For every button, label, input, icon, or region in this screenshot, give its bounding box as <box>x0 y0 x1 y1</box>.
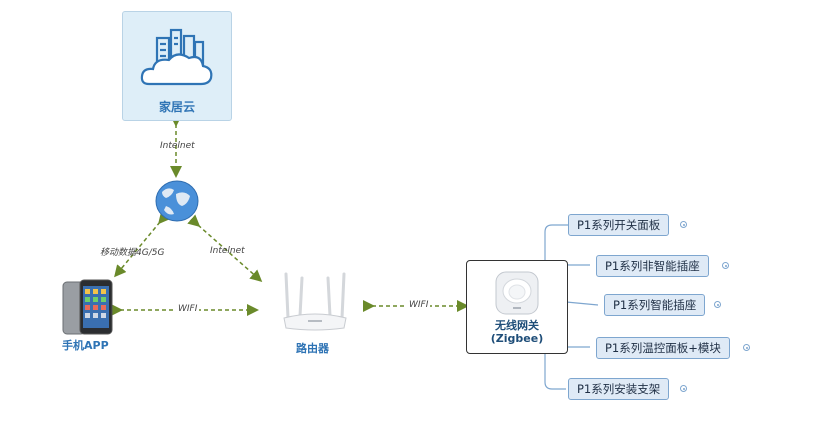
edge-label-router-gateway: WIFI <box>407 300 431 310</box>
gateway-label-line1: 无线网关 <box>495 319 539 332</box>
globe-icon <box>155 180 199 222</box>
cloud-label: 家居云 <box>158 100 195 114</box>
gateway-label-line2: (Zigbee) <box>490 332 544 345</box>
edge-label-cloud-internet: Intelnet <box>160 141 195 151</box>
expand-dot-icon[interactable] <box>714 301 721 308</box>
branch-item-smart-socket[interactable]: P1系列智能插座 <box>604 294 706 316</box>
expand-dot-icon[interactable] <box>743 344 750 351</box>
edge-label-mobile-data: 移动数据4G/5G <box>100 248 165 258</box>
gateway-node[interactable]: 无线网关 (Zigbee) <box>466 260 568 354</box>
expand-dot-icon[interactable] <box>722 262 729 269</box>
cloud-building-icon <box>140 28 213 86</box>
edge-label-phone-router: WIFI <box>176 304 200 314</box>
edge-globe-phone <box>114 211 171 278</box>
branch-item-thermostat-panel[interactable]: P1系列温控面板+模块 <box>596 337 730 359</box>
branch-item-mounting-bracket[interactable]: P1系列安装支架 <box>568 378 670 400</box>
phone-label: 手机APP <box>62 339 109 352</box>
branch-item-switch-panel[interactable]: P1系列开关面板 <box>568 214 670 236</box>
gateway-device-icon <box>495 271 539 315</box>
cloud-node[interactable]: 家居云 <box>122 11 232 121</box>
edge-label-router-internet: Intelnet <box>210 246 245 256</box>
phone-icon <box>62 279 113 335</box>
router-icon <box>283 272 347 331</box>
branch-item-non-smart-socket[interactable]: P1系列非智能插座 <box>596 255 709 277</box>
router-label: 路由器 <box>296 342 329 355</box>
expand-dot-icon[interactable] <box>680 385 687 392</box>
expand-dot-icon[interactable] <box>680 221 687 228</box>
